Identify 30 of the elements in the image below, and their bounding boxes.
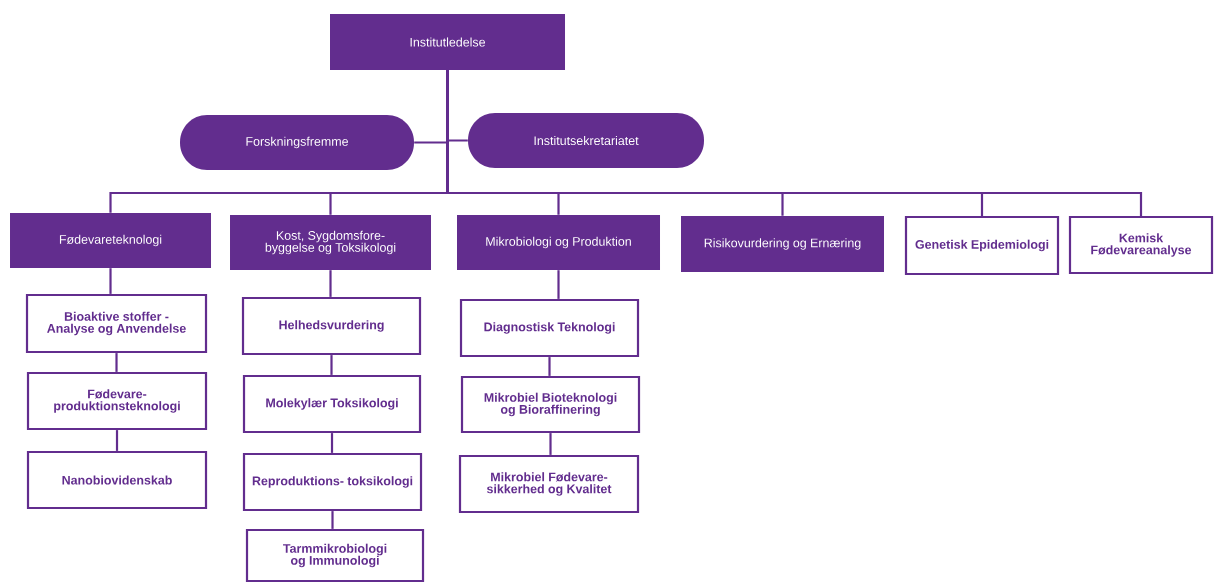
staff-box: Forskningsfremme	[180, 115, 414, 170]
section-box: Mikrobiel Fødevare- sikkerhed og Kvalitet	[458, 454, 640, 514]
section-box: Fødevare- produktionsteknologi	[26, 371, 208, 431]
section-box: Molekylær Toksikologi	[242, 374, 422, 434]
unit-box: Risikovurdering og Ernæring	[681, 216, 884, 272]
section-box: Bioaktive stoffer - Analyse og Anvendelse	[25, 293, 208, 354]
connector-line	[329, 270, 332, 297]
section-box: Helhedsvurdering	[241, 296, 422, 356]
connector-line	[548, 357, 551, 376]
connector-line	[330, 355, 333, 375]
section-box: Nanobiovidenskab	[26, 450, 208, 510]
connector-line	[109, 268, 112, 294]
staff-box: Institutsekretariatet	[468, 113, 704, 168]
unit-box: Fødevareteknologi	[10, 213, 211, 268]
connector-line	[330, 433, 334, 453]
section-box: Mikrobiel Bioteknologi og Bioraffinering	[460, 375, 641, 434]
unit-box: Kost, Sygdomsfore- byggelse og Toksikologi	[230, 215, 431, 270]
section-box: Tarmmikrobiologi og Immunologi	[245, 528, 425, 583]
connector-line	[115, 353, 118, 372]
connector-line	[549, 433, 552, 455]
connector-line	[557, 270, 560, 299]
section-box: Genetisk Epidemiologi	[904, 215, 1060, 276]
section-box: Reproduktions- toksikologi	[242, 452, 423, 512]
connector-line	[331, 511, 334, 529]
connector-line	[115, 430, 119, 451]
section-box: Diagnostisk Teknologi	[459, 298, 640, 358]
connector-line	[446, 70, 1143, 216]
unit-box: Mikrobiologi og Produktion	[457, 215, 660, 270]
section-box: Kemisk Fødevareanalyse	[1068, 215, 1214, 275]
unit-box: Institutledelse	[330, 14, 565, 70]
